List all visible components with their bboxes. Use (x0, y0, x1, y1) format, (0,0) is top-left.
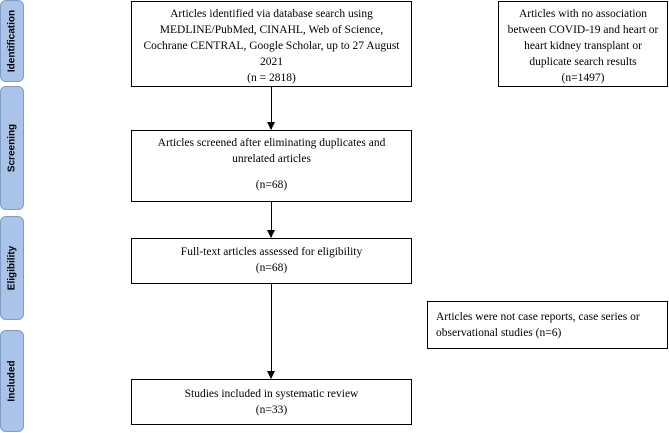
screened-records-count: (n=68) (255, 179, 288, 191)
excluded-not-case-box: Articles were not case reports, case ser… (427, 301, 668, 349)
identified-records-count: (n = 2818) (247, 72, 296, 84)
stage-label-screening: Screening (6, 123, 18, 173)
full-text-assessed-count: (n=68) (255, 262, 288, 274)
arrow-full-text-to-included (267, 284, 275, 379)
arrow-screened-to-full-text (267, 202, 275, 238)
full-text-assessed-box: Full-text articles assessed for eligibil… (131, 238, 412, 284)
excluded-no-association-box: Articles with no association between COV… (498, 1, 668, 87)
included-studies-box: Studies included in systematic review (n… (131, 379, 412, 425)
included-studies-text: Studies included in systematic review (184, 388, 359, 400)
stage-tab-included: Included (0, 330, 24, 432)
excluded-no-association-text: Articles with no association between COV… (507, 8, 659, 68)
excluded-not-case-text: Articles were not case reports, case ser… (436, 311, 640, 339)
identified-records-text: Articles identified via database search … (143, 8, 400, 68)
screened-records-text: Articles screened after eliminating dupl… (157, 137, 386, 165)
full-text-assessed-text: Full-text articles assessed for eligibil… (180, 246, 363, 258)
excluded-no-association-count: (n=1497) (561, 72, 605, 84)
stage-tab-identification: Identification (0, 0, 24, 82)
stage-label-eligibility: Eligibility (6, 245, 18, 291)
included-studies-count: (n=33) (255, 404, 288, 416)
identified-records-box: Articles identified via database search … (131, 1, 412, 87)
stage-label-included: Included (6, 360, 18, 402)
stage-tab-eligibility: Eligibility (0, 216, 24, 320)
stage-label-identification: Identification (6, 9, 18, 73)
screened-records-box: Articles screened after eliminating dupl… (131, 130, 412, 202)
arrow-identified-to-screened (267, 87, 275, 130)
stage-tab-screening: Screening (0, 86, 24, 210)
